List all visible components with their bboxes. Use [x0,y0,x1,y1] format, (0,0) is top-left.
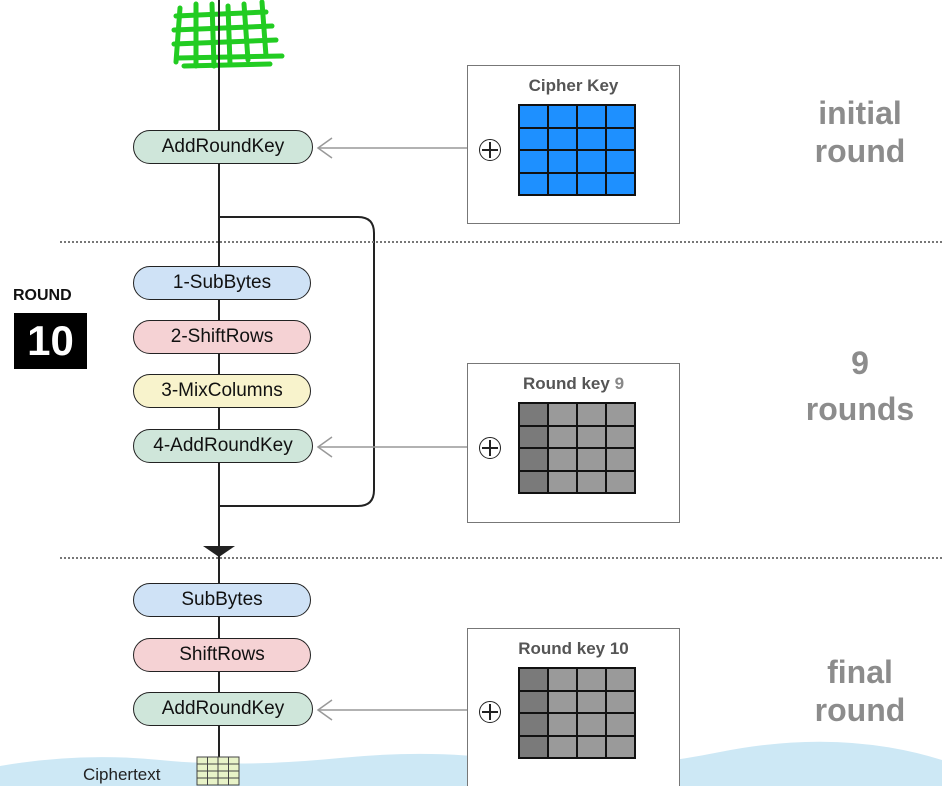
xor-icon [479,437,501,459]
middle-add-round-key-step: 4-AddRoundKey [133,429,313,463]
sub-bytes-step: 1-SubBytes [133,266,311,300]
round-key-10-box: Round key 10 [467,628,680,786]
round-badge-number: 10 [14,313,87,369]
cipher-key-grid [518,104,636,196]
final-round-label-line2: round [814,692,906,728]
separator-initial [60,241,942,243]
round-key-9-box: Round key 9 [467,363,680,523]
initial-round-label-line2: round [814,133,906,169]
round-key-9-number: 9 [614,374,625,393]
initial-round-label-line1: initial [818,95,902,131]
final-add-round-key-step: AddRoundKey [133,692,313,726]
initial-add-round-key: AddRoundKey [133,130,313,164]
ciphertext-label: Ciphertext [83,765,161,784]
mix-columns-step: 3-MixColumns [133,374,311,408]
final-sub-bytes-step: SubBytes [133,583,311,617]
ciphertext-grid-icon [196,756,240,786]
final-round-label: final round [790,653,930,729]
xor-icon [479,701,501,723]
nine-rounds-label: 9 rounds [790,344,930,428]
round-key-9-title: Round key [522,374,610,393]
initial-round-label: initial round [790,94,930,170]
round-key-9-title-row: Round key 9 [468,374,679,394]
round-key-10-grid [518,667,636,759]
xor-icon [479,139,501,161]
separator-final [60,557,942,559]
cipher-key-box: Cipher Key [467,65,680,224]
round-key-10-title: Round key 10 [518,639,629,658]
scribble-drawing [171,0,285,69]
cipher-key-title: Cipher Key [528,76,619,95]
round-badge-label: ROUND [13,287,72,304]
shift-rows-step: 2-ShiftRows [133,320,311,354]
nine-rounds-label-line2: rounds [805,391,915,427]
round-key-9-grid [518,402,636,494]
nine-rounds-label-line1: 9 [851,345,869,381]
final-round-label-line1: final [827,654,893,690]
final-shift-rows-step: ShiftRows [133,638,311,672]
